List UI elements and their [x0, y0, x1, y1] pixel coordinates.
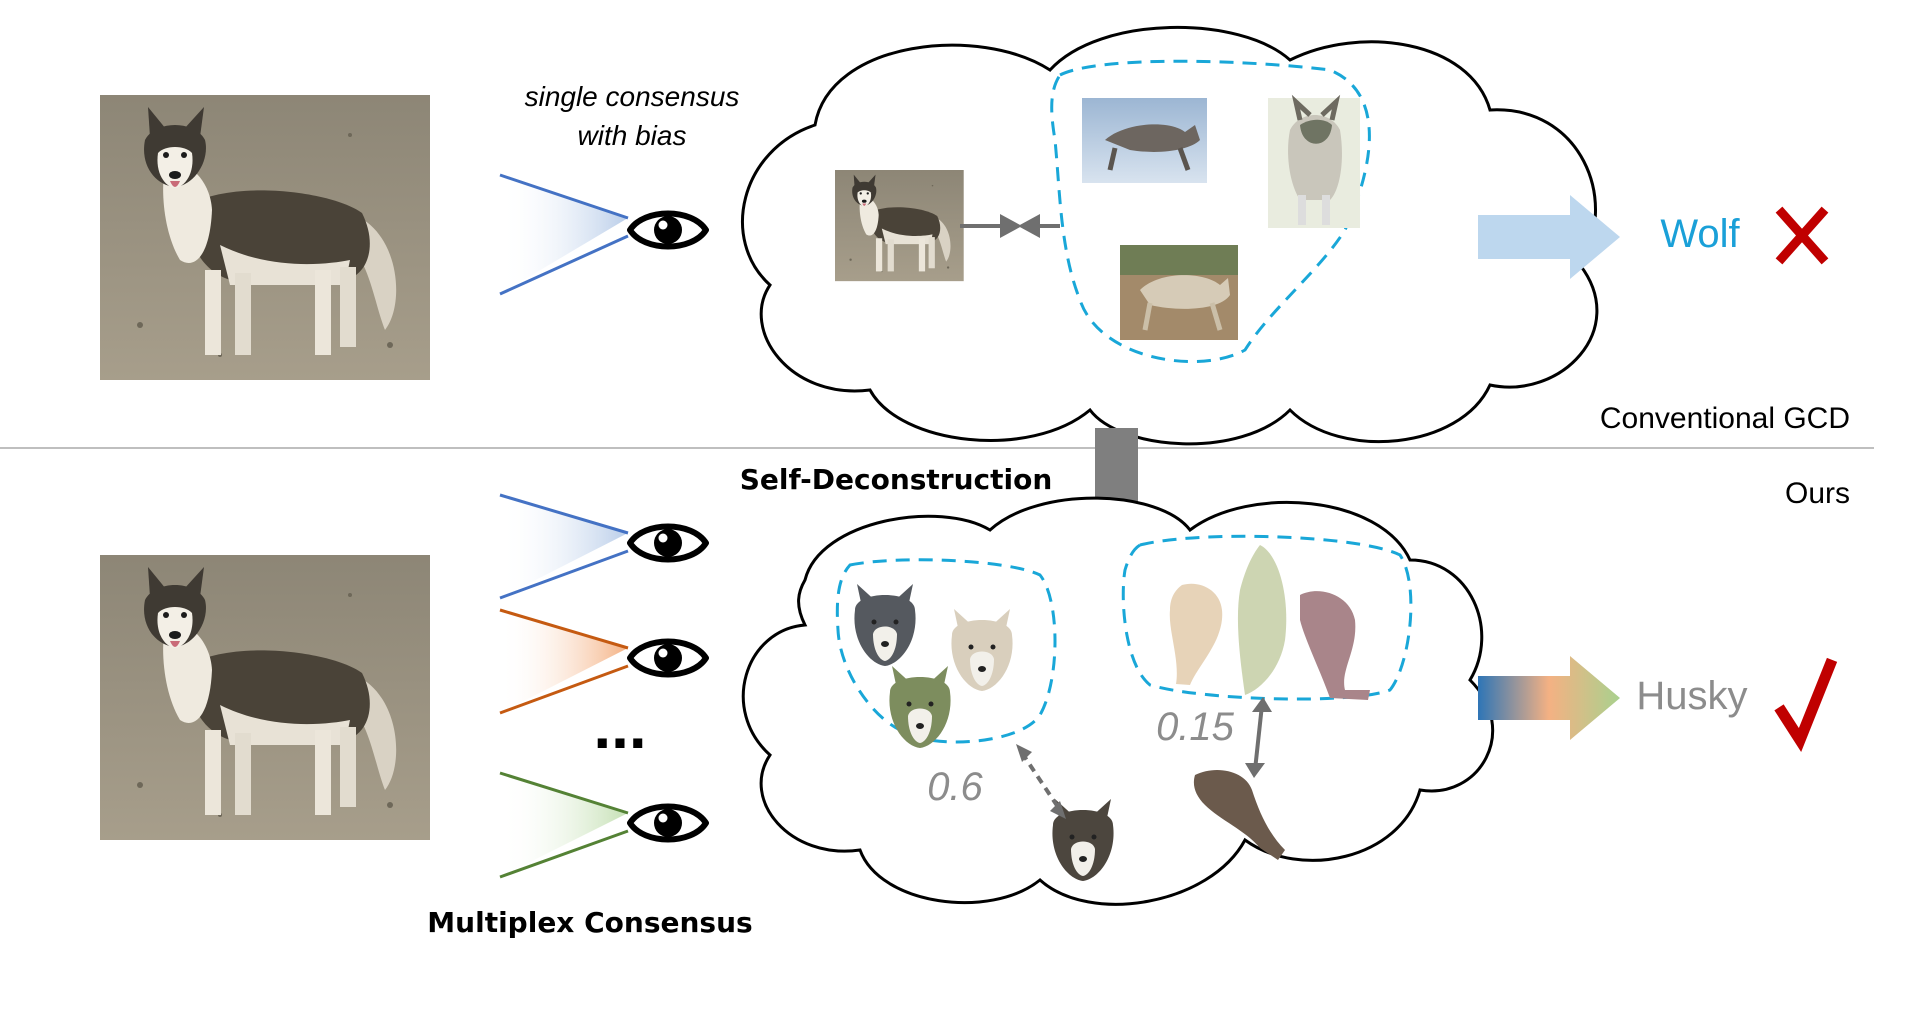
self-deconstruction-label: Self-Deconstruction: [740, 463, 1053, 496]
label-ours: Ours: [1785, 477, 1850, 510]
wolf-image-snow: [1082, 98, 1207, 183]
eye-icon: [630, 527, 706, 560]
prediction-husky: Husky: [1636, 674, 1747, 718]
input-husky-image-bottom: [100, 555, 430, 840]
viewer-caption-line2: with bias: [578, 120, 687, 151]
feature-space-cloud-bottom: [741, 496, 1495, 906]
leg-part-tan: [1169, 583, 1223, 685]
husky-leg-part: [1193, 770, 1285, 860]
feature-space-cloud-top: [740, 25, 1599, 446]
viewer-green: [499, 771, 706, 879]
wolf-image-standing: [1268, 94, 1360, 228]
input-husky-image-top: [100, 95, 430, 380]
leg-part-brown: [1300, 591, 1370, 700]
wolf-cluster-boundary: [1050, 59, 1371, 363]
eye-icon: [630, 807, 706, 840]
similarity-arrow-heads: [1016, 744, 1066, 819]
legs-cluster-boundary: [1121, 534, 1413, 701]
viewers-ellipsis: ...: [593, 690, 646, 762]
prediction-arrow-top: [1478, 195, 1620, 279]
wolf-image-forest: [1120, 245, 1238, 340]
multiplex-consensus-label: Multiplex Consensus: [427, 906, 752, 939]
single-viewer: [499, 173, 706, 296]
eye-icon: [630, 214, 706, 247]
viewer-orange: [499, 608, 706, 715]
viewer-caption-line1: single consensus: [525, 81, 740, 112]
similarity-value-legs: 0.15: [1156, 705, 1235, 749]
husky-thumbnail-top: [835, 170, 964, 282]
similarity-arrow-legs: [1245, 697, 1272, 778]
leg-part-green: [1237, 545, 1287, 695]
similarity-value-heads: 0.6: [927, 765, 983, 809]
prediction-arrow-bottom: [1478, 656, 1620, 740]
viewer-blue: [499, 493, 706, 600]
check-mark-icon: [1774, 657, 1838, 752]
label-conventional-gcd: Conventional GCD: [1600, 402, 1850, 435]
prediction-wolf: Wolf: [1660, 212, 1740, 256]
attraction-arrows-top: [960, 214, 1060, 238]
heads-cluster-boundary: [835, 558, 1057, 744]
cross-mark-icon: [1775, 206, 1829, 265]
eye-icon: [630, 642, 706, 675]
